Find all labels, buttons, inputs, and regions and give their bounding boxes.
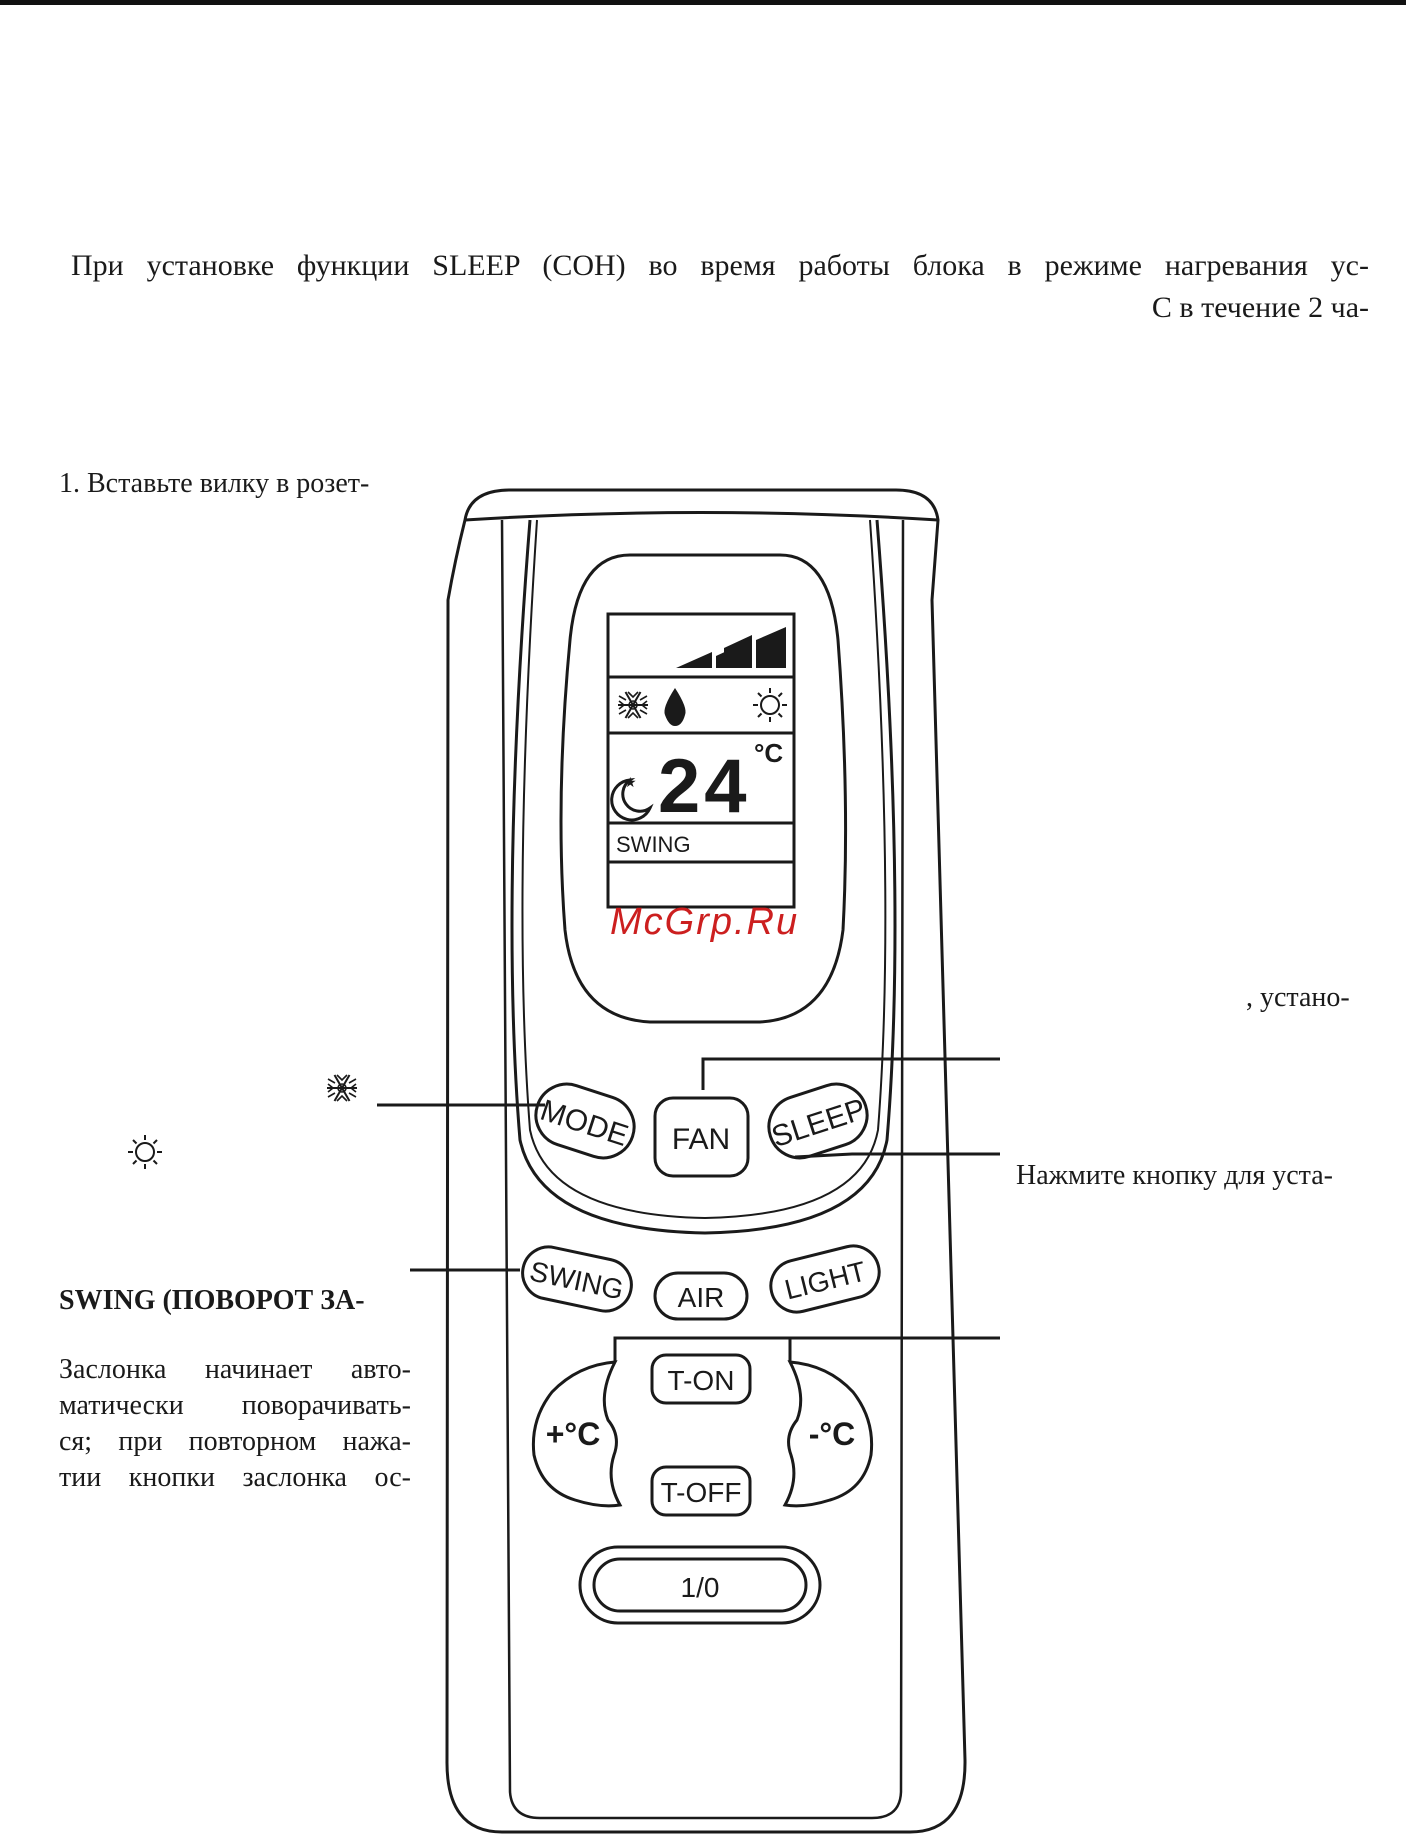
top-rule — [0, 0, 1406, 5]
moon-icon — [610, 778, 654, 822]
snowflake-icon — [326, 1074, 358, 1102]
lcd-temperature: 24 — [658, 744, 751, 829]
sun-icon — [127, 1134, 163, 1170]
step-1-text: 1. Вставьте вилку в розет- — [59, 468, 370, 499]
water-drop-icon — [664, 688, 686, 726]
snowflake-icon — [617, 691, 649, 719]
watermark: McGrp.Ru — [610, 901, 799, 943]
lcd-swing-label: SWING — [616, 832, 691, 857]
temp-up-button-label: +°C — [546, 1416, 601, 1452]
intro-line-2: С в течение 2 ча- — [1151, 291, 1369, 324]
t-on-button[interactable]: T-ON — [650, 1353, 752, 1405]
press-button-text: Нажмите кнопку для уста- — [1016, 1160, 1333, 1191]
remote-body — [445, 488, 967, 1834]
fan-bar — [676, 652, 712, 668]
sun-icon — [752, 687, 788, 723]
t-off-button-label: T-OFF — [661, 1477, 742, 1508]
air-button[interactable]: AIR — [653, 1271, 749, 1321]
swing-paragraph-line: ся; при повторном нажа- — [59, 1426, 411, 1457]
power-button[interactable]: 1/0 — [578, 1545, 822, 1625]
intro-line-1: При установке функции SLEEP (СОН) во вре… — [71, 249, 1369, 282]
fan-button[interactable]: FAN — [653, 1096, 750, 1178]
swing-paragraph-line: Заслонка начинает авто- — [59, 1354, 411, 1385]
fan-level-bars — [676, 627, 786, 668]
temp-down-button[interactable]: -°C — [782, 1360, 874, 1508]
swing-paragraph: Заслонка начинает авто- матически повора… — [59, 1352, 411, 1496]
star-icon: ★ — [624, 776, 637, 791]
temp-down-button-label: -°C — [809, 1416, 856, 1452]
callout-lines — [377, 1057, 1000, 1362]
mode-button-label: MODE — [536, 1094, 632, 1153]
mode-button[interactable]: MODE — [528, 1076, 642, 1166]
t-on-button-label: T-ON — [668, 1365, 735, 1396]
swing-button[interactable]: SWING — [518, 1242, 636, 1316]
fan-button-label: FAN — [672, 1123, 730, 1156]
t-off-button[interactable]: T-OFF — [650, 1465, 752, 1517]
fan-bar — [724, 635, 752, 668]
swing-heading: SWING (ПОВОРОТ ЗА- — [59, 1285, 365, 1316]
power-button-label: 1/0 — [681, 1572, 720, 1603]
right-fragment-text: , устано- — [1246, 982, 1350, 1013]
swing-paragraph-line: тии кнопки заслонка ос- — [59, 1462, 411, 1493]
light-button[interactable]: LIGHT — [765, 1240, 884, 1317]
sleep-button[interactable]: SLEEP — [761, 1076, 875, 1166]
swing-paragraph-line: матически поворачивать- — [59, 1390, 411, 1421]
lcd-display: ★ 24 °C SWING — [606, 612, 796, 909]
lcd-unit: °C — [754, 738, 783, 768]
temp-up-button[interactable]: +°C — [531, 1360, 623, 1508]
fan-bar — [756, 627, 786, 668]
air-button-label: AIR — [678, 1282, 725, 1313]
